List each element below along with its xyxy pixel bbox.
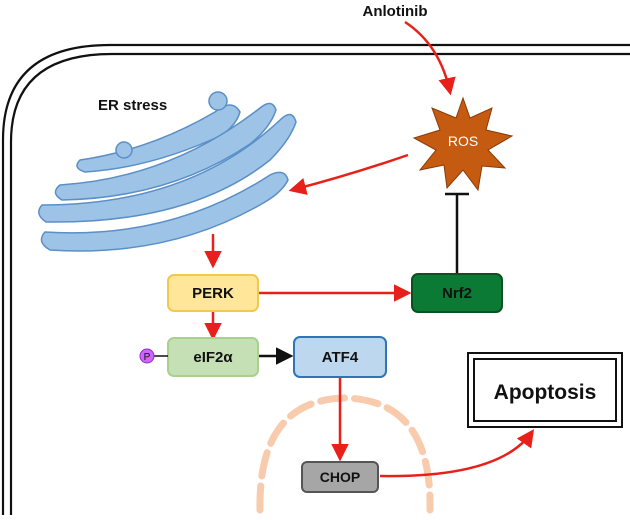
perk-label: PERK <box>192 285 234 302</box>
er-stress-label: ER stress <box>98 97 167 114</box>
nrf2-box <box>411 273 503 313</box>
apoptosis-inner-frame <box>473 358 617 422</box>
ros-label: ROS <box>448 133 478 149</box>
atf4-box <box>293 336 387 378</box>
anlotinib-label: Anlotinib <box>363 3 428 20</box>
inhibition-nrf2-to-ros <box>445 192 469 274</box>
arrow-anlotinib-to-ros <box>404 20 456 96</box>
endoplasmic-reticulum <box>38 91 297 252</box>
ros-starburst <box>412 96 514 192</box>
eif2a-label: eIF2α <box>193 349 233 366</box>
nuclear-envelope <box>256 394 434 514</box>
eif2a-box <box>167 337 259 377</box>
cell-membrane-outer <box>1 43 630 515</box>
phospho-label: P <box>144 352 151 363</box>
atf4-label: ATF4 <box>322 349 359 366</box>
nrf2-label: Nrf2 <box>442 285 472 302</box>
chop-box <box>301 461 379 493</box>
perk-box <box>167 274 259 312</box>
cell-membrane-inner <box>9 52 630 515</box>
arrow-ros-to-er <box>288 153 409 195</box>
apoptosis-label: Apoptosis <box>494 381 597 404</box>
arrow-chop-to-apoptosis <box>379 429 535 478</box>
phospho-circle <box>139 348 155 364</box>
chop-label: CHOP <box>320 469 360 485</box>
